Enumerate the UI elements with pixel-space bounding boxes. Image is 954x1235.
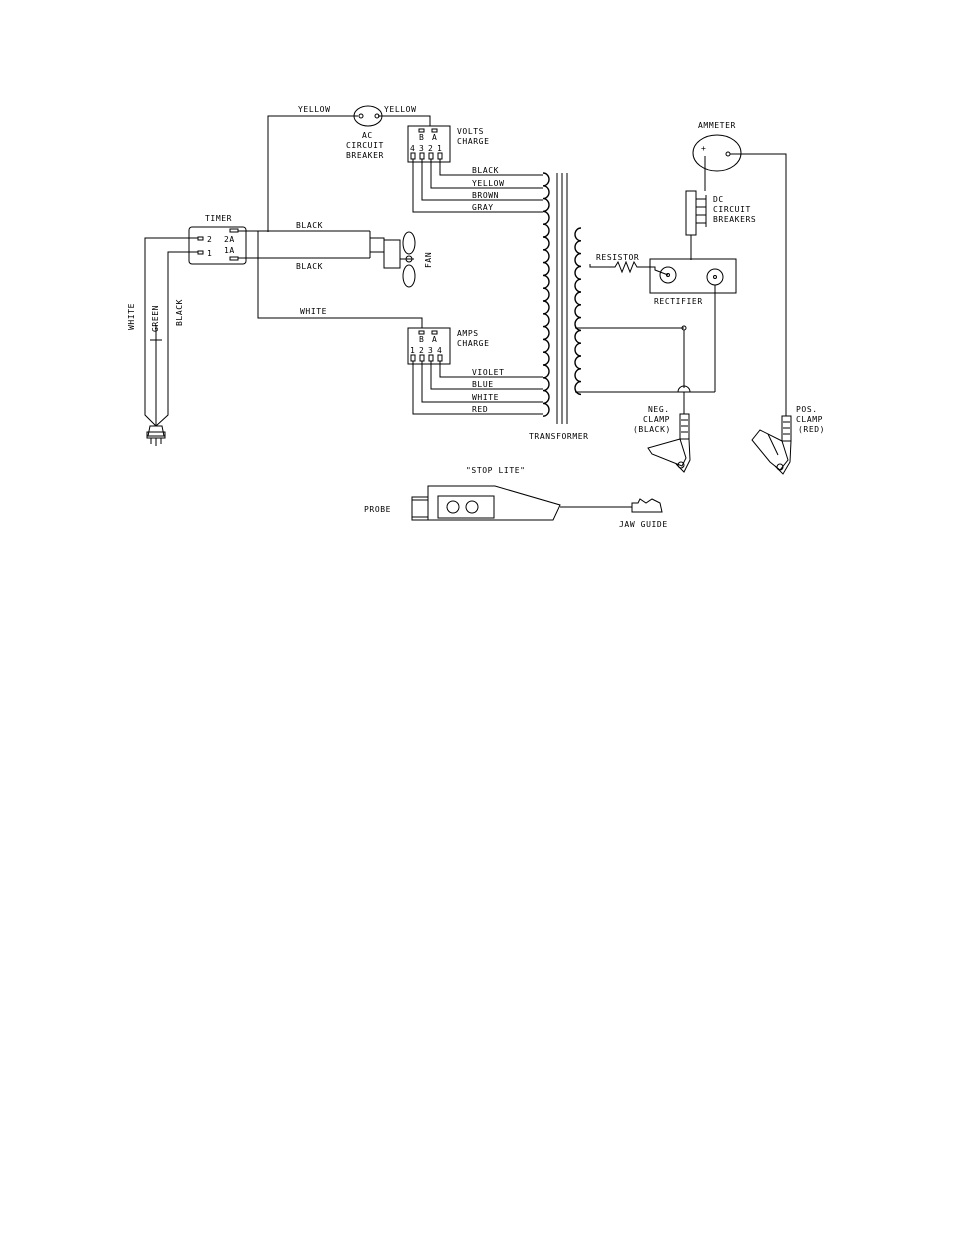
label-ac-breaker-3: BREAKER	[346, 151, 384, 160]
label-dc-breakers: BREAKERS	[713, 215, 756, 224]
ac-circuit-breaker	[353, 105, 383, 127]
label-rectifier: RECTIFIER	[654, 297, 703, 306]
label-neg-black: (BLACK)	[633, 425, 671, 434]
volts-4: 4	[410, 144, 415, 153]
label-timer: TIMER	[205, 214, 232, 223]
timer-terminal-1a: 1A	[224, 246, 235, 255]
label-violet-tap: VIOLET	[472, 368, 505, 377]
dc-circuit-breakers	[685, 190, 707, 260]
yellow-wires	[267, 115, 431, 232]
resistor	[589, 260, 669, 276]
volts-2: 2	[428, 144, 433, 153]
amps-3: 3	[428, 346, 433, 355]
label-ammeter-plus: +	[701, 144, 706, 153]
label-dc-circuit: CIRCUIT	[713, 205, 751, 214]
label-transformer: TRANSFORMER	[529, 432, 589, 441]
volts-b: B	[419, 133, 424, 142]
volts-1: 1	[437, 144, 442, 153]
amps-1: 1	[410, 346, 415, 355]
power-plug-icon	[146, 425, 166, 446]
amps-b: B	[419, 335, 424, 344]
label-dc: DC	[713, 195, 724, 204]
label-brown-tap: BROWN	[472, 191, 499, 200]
power-cord-wires	[144, 237, 198, 427]
label-stop-lite: "STOP LITE"	[466, 466, 526, 475]
label-pos-red: (RED)	[798, 425, 825, 434]
label-volts: VOLTS	[457, 127, 484, 136]
label-black-cord: BLACK	[175, 299, 184, 326]
label-yellow-2: YELLOW	[384, 105, 417, 114]
label-ac-breaker-2: CIRCUIT	[346, 141, 384, 150]
timer-terminal-1: 1	[207, 249, 212, 258]
amps-4: 4	[437, 346, 442, 355]
label-yellow-tap: YELLOW	[472, 179, 505, 188]
label-gray-tap: GRAY	[472, 203, 494, 212]
label-black-tap: BLACK	[472, 166, 499, 175]
secondary-wires	[575, 153, 787, 416]
label-black-fan-2: BLACK	[296, 262, 323, 271]
label-resistor: RESISTOR	[596, 253, 639, 262]
amps-tap-wires	[412, 361, 543, 415]
timer-terminal-2a: 2A	[224, 235, 235, 244]
label-white-tap: WHITE	[472, 393, 499, 402]
label-pos-clamp: CLAMP	[796, 415, 823, 424]
label-black-fan-1: BLACK	[296, 221, 323, 230]
rectifier	[649, 258, 737, 294]
label-fan: FAN	[424, 252, 433, 268]
timer-terminal-2: 2	[207, 235, 212, 244]
label-amps-charge: CHARGE	[457, 339, 490, 348]
label-white-to-amps: WHITE	[300, 307, 327, 316]
volts-tap-wires	[412, 159, 543, 213]
amps-2: 2	[419, 346, 424, 355]
volts-3: 3	[419, 144, 424, 153]
label-ac-breaker-1: AC	[362, 131, 373, 140]
transformer	[542, 172, 582, 424]
volts-a: A	[432, 133, 437, 142]
pos-clamp-icon	[751, 415, 792, 475]
label-yellow-1: YELLOW	[298, 105, 331, 114]
label-neg: NEG.	[648, 405, 670, 414]
label-probe: PROBE	[364, 505, 391, 514]
amps-charge-switch	[407, 327, 451, 365]
label-jaw-guide: JAW GUIDE	[619, 520, 668, 529]
neg-clamp-icon	[647, 392, 691, 473]
amps-a: A	[432, 335, 437, 344]
label-red-tap: RED	[472, 405, 488, 414]
label-amps: AMPS	[457, 329, 479, 338]
label-volts-charge: CHARGE	[457, 137, 490, 146]
fan-icon	[369, 231, 416, 288]
label-white-cord: WHITE	[127, 303, 136, 330]
timer-output-wires	[238, 230, 423, 328]
stop-lite-probe	[411, 485, 663, 521]
label-green-cord: GREEN	[151, 305, 160, 332]
label-blue-tap: BLUE	[472, 380, 494, 389]
label-ammeter: AMMETER	[698, 121, 736, 130]
label-neg-clamp: CLAMP	[643, 415, 670, 424]
label-pos: POS.	[796, 405, 818, 414]
volts-charge-switch	[407, 125, 451, 163]
timer	[188, 226, 247, 265]
ammeter	[692, 134, 742, 191]
